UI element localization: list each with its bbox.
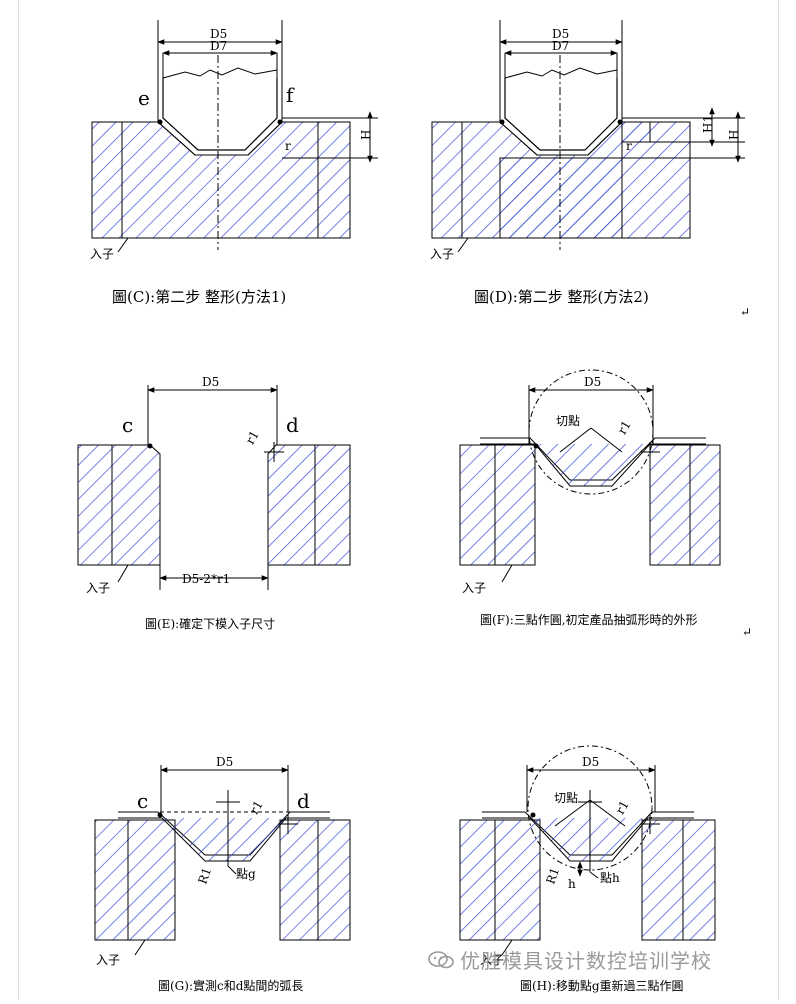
g-caption: 圖(G):實測c和d點間的弧長 xyxy=(158,978,303,993)
h-caption: 圖(H):移動點g重新過三點作圓 xyxy=(520,978,684,993)
panel-h: D5 切點 r1 R1 h 點h 入子 圖(H):移動點g重新過三點作圓 xyxy=(459,745,716,993)
c-dim-d5: D5 xyxy=(210,27,227,41)
h-point-h: 點h xyxy=(600,871,620,885)
panel-f: D5 切點 r1 入子 圖(F):三點作圓,初定產品抽弧形時的外形 ↵ xyxy=(459,369,752,639)
c-height-h: H xyxy=(359,130,373,140)
f-radius-r1: r1 xyxy=(615,418,634,437)
d-height-h1: H1 xyxy=(701,115,715,133)
e-dim-bottom: D5-2*r1 xyxy=(182,572,230,586)
c-radius-r: r xyxy=(285,139,291,153)
e-insert-label: 入子 xyxy=(86,581,110,595)
h-insert-label: 入子 xyxy=(480,953,504,967)
watermark-text: 优胜模具设计数控培训学校 xyxy=(460,949,712,973)
g-insert-label: 入子 xyxy=(96,953,120,967)
e-dim-d5: D5 xyxy=(202,375,219,389)
return-mark: ↵ xyxy=(740,305,750,319)
e-caption: 圖(E):確定下模入子尺寸 xyxy=(145,616,275,631)
c-insert-label: 入子 xyxy=(90,247,114,261)
watermark: 优胜模具设计数控培训学校 xyxy=(428,945,712,974)
h-dim-d5: D5 xyxy=(582,755,599,769)
d-radius-r: r xyxy=(626,139,632,153)
e-radius-r1: r1 xyxy=(243,428,262,447)
c-point-f: f xyxy=(286,83,295,107)
h-radius-r1: r1 xyxy=(613,798,632,817)
f-tangent: 切點 xyxy=(556,414,580,428)
left-margin-line xyxy=(18,0,19,1000)
g-radius-r1: r1 xyxy=(247,798,266,817)
panel-g: D5 c d r1 R1 點g 入子 圖(G):實測c和d點間的弧長 xyxy=(94,755,351,993)
d-caption: 圖(D):第二步 整形(方法2) xyxy=(474,288,649,306)
g-point-c: c xyxy=(137,789,148,813)
panel-c: D5 D7 e f H r 入子 圖(C):第二步 整形(方法1) xyxy=(90,20,378,306)
d-dim-d7: D7 xyxy=(552,39,569,53)
c-dim-d7: D7 xyxy=(210,39,227,53)
e-point-c: c xyxy=(122,413,133,437)
h-tangent: 切點 xyxy=(554,791,578,805)
c-point-e: e xyxy=(138,86,150,110)
d-insert-label: 入子 xyxy=(430,247,454,261)
e-point-d: d xyxy=(286,413,299,437)
return-mark: ↵ xyxy=(742,625,752,639)
h-radius-big: R1 xyxy=(543,866,562,886)
panel-d: D5 D7 H1 H r 入子 圖(D):第二步 整形(方法2) ↵ xyxy=(430,20,750,319)
d-height-h: H xyxy=(727,130,741,140)
f-insert-label: 入子 xyxy=(462,581,486,595)
panel-e: D5 D5-2*r1 c d r1 入子 圖(E):確定下模入子尺寸 xyxy=(77,375,351,631)
g-point-d: d xyxy=(297,789,310,813)
f-dim-d5: D5 xyxy=(584,375,601,389)
c-caption: 圖(C):第二步 整形(方法1) xyxy=(112,288,286,306)
g-dim-d5: D5 xyxy=(216,755,233,769)
wechat-icon xyxy=(428,950,454,968)
d-dim-d5: D5 xyxy=(552,27,569,41)
right-margin-line xyxy=(778,0,779,1000)
g-point-g: 點g xyxy=(236,867,256,881)
g-radius-big: R1 xyxy=(195,866,214,886)
f-caption: 圖(F):三點作圓,初定產品抽弧形時的外形 xyxy=(480,612,698,627)
h-h-label: h xyxy=(568,877,576,891)
